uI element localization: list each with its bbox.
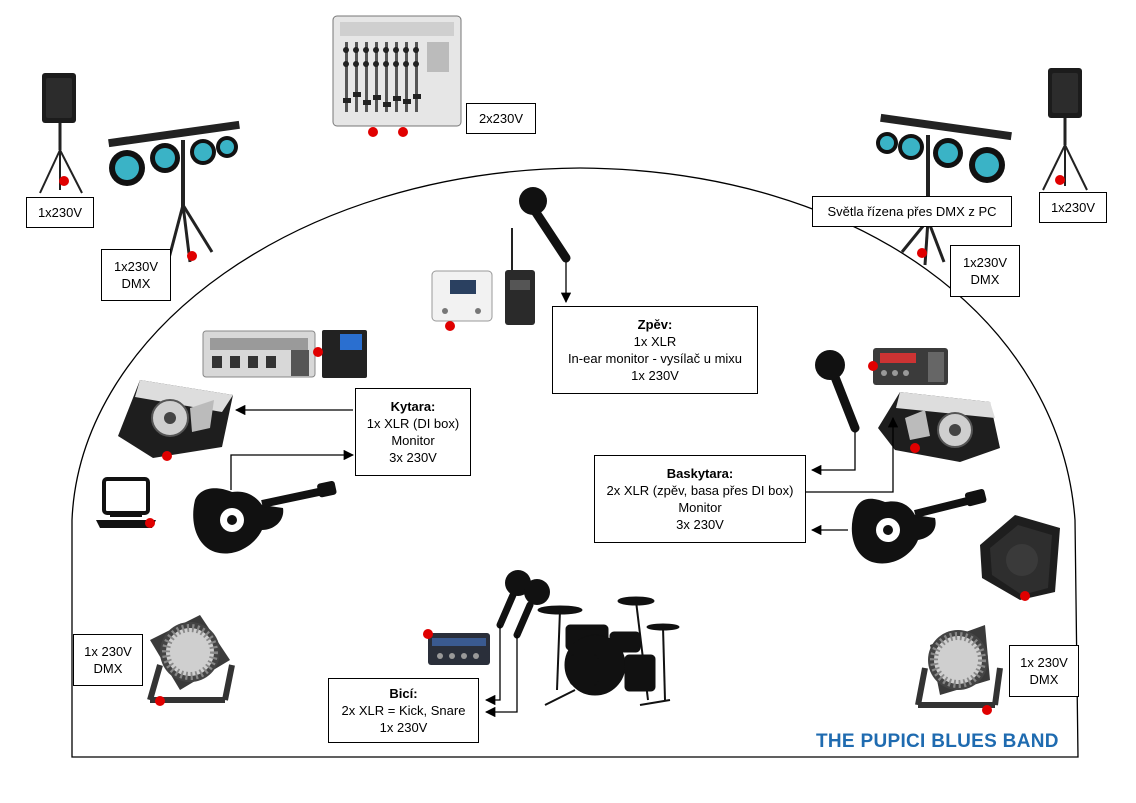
guitar-label: Kytara: 1x XLR (DI box) Monitor 3x 230V bbox=[355, 388, 471, 476]
label-line: 2x230V bbox=[478, 111, 524, 126]
power-dot bbox=[313, 347, 323, 357]
microphone-icon bbox=[815, 350, 860, 433]
power-dot bbox=[1020, 591, 1030, 601]
par-left-power-label: 1x 230V DMX bbox=[73, 634, 143, 686]
vocals-label: Zpěv: 1x XLR In-ear monitor - vysílač u … bbox=[552, 306, 758, 394]
label-line: 1x XLR (DI box) bbox=[366, 416, 460, 431]
power-dot bbox=[917, 248, 927, 258]
power-dot bbox=[162, 451, 172, 461]
led-light-bar-icon bbox=[108, 120, 240, 263]
label-line: Monitor bbox=[678, 500, 722, 515]
label-line: Monitor bbox=[391, 433, 435, 448]
label-line: 1x230V bbox=[37, 205, 83, 220]
label-line: DMX bbox=[93, 661, 123, 676]
mixer-icon bbox=[332, 15, 462, 127]
di-box-icon bbox=[428, 633, 490, 665]
guitar-multi-effect-icon bbox=[202, 330, 367, 378]
pa-speaker-icon bbox=[1042, 68, 1088, 191]
speaker-right-power-label: 1x230V bbox=[1039, 192, 1107, 223]
led-light-bar-icon bbox=[876, 113, 1012, 266]
microphone-icon bbox=[496, 570, 550, 639]
label-line: DMX bbox=[121, 276, 151, 291]
pa-speaker-icon bbox=[39, 73, 83, 194]
bass-amp-icon bbox=[980, 515, 1060, 600]
label-line: 1x 230V bbox=[1020, 655, 1068, 670]
label-line: DMX bbox=[1029, 672, 1059, 687]
label-line: 1x230V bbox=[113, 259, 159, 274]
band-name: THE PUPICI BLUES BAND bbox=[816, 731, 1059, 752]
stage-monitor-icon bbox=[118, 380, 233, 458]
par-light-icon bbox=[915, 625, 1003, 708]
label-line: 3x 230V bbox=[676, 517, 724, 532]
mixer-power-label: 2x230V bbox=[466, 103, 536, 134]
label-line: 1x 230V bbox=[84, 644, 132, 659]
par-right-power-label: 1x 230V DMX bbox=[1009, 645, 1079, 697]
stage-outline bbox=[71, 167, 1079, 758]
bass-title: Baskytara: bbox=[666, 466, 734, 481]
drums-title: Bicí: bbox=[389, 686, 418, 701]
vocals-title: Zpěv: bbox=[637, 317, 673, 332]
label-line: In-ear monitor - vysílač u mixu bbox=[567, 351, 743, 366]
power-dot bbox=[187, 251, 197, 261]
par-light-icon bbox=[147, 615, 235, 703]
connection-arrow bbox=[230, 449, 355, 490]
lights-left-power-label: 1x230V DMX bbox=[101, 249, 171, 301]
label-line: 1x 230V bbox=[631, 368, 679, 383]
power-dot bbox=[145, 518, 155, 528]
drums-label: Bicí: 2x XLR = Kick, Snare 1x 230V bbox=[328, 678, 479, 743]
label-line: 1x XLR bbox=[633, 334, 677, 349]
power-dot bbox=[155, 696, 165, 706]
connection-arrow bbox=[810, 432, 856, 476]
power-dot bbox=[59, 176, 69, 186]
guitar-title: Kytara: bbox=[390, 399, 436, 414]
power-dot bbox=[423, 629, 433, 639]
label-line: 1x230V bbox=[1050, 200, 1096, 215]
speaker-left-power-label: 1x230V bbox=[26, 197, 94, 228]
power-dot bbox=[398, 127, 408, 137]
power-dot bbox=[368, 127, 378, 137]
microphone-icon bbox=[519, 187, 571, 263]
power-dot bbox=[868, 361, 878, 371]
power-dot bbox=[982, 705, 992, 715]
label-line: 3x 230V bbox=[389, 450, 437, 465]
drum-kit-icon bbox=[537, 596, 680, 706]
lights-right-power-label: 1x230V DMX bbox=[950, 245, 1020, 297]
laptop-icon bbox=[96, 477, 156, 528]
label-line: DMX bbox=[970, 272, 1000, 287]
label-line: Světla řízena přes DMX z PC bbox=[827, 204, 997, 219]
connection-arrow bbox=[806, 416, 899, 493]
connection-arrow bbox=[484, 635, 518, 718]
stage-monitor-icon bbox=[878, 392, 1000, 462]
label-line: 2x XLR = Kick, Snare bbox=[341, 703, 466, 718]
electric-guitar-icon bbox=[193, 480, 337, 554]
label-line: 1x230V bbox=[962, 255, 1008, 270]
in-ear-transmitter-icon bbox=[431, 228, 535, 325]
power-dot bbox=[445, 321, 455, 331]
lights-control-note: Světla řízena přes DMX z PC bbox=[812, 196, 1012, 227]
electric-guitar-icon bbox=[851, 489, 987, 564]
connection-arrow bbox=[484, 625, 501, 706]
power-dot bbox=[910, 443, 920, 453]
bass-label: Baskytara: 2x XLR (zpěv, basa přes DI bo… bbox=[594, 455, 806, 543]
label-line: 2x XLR (zpěv, basa přes DI box) bbox=[606, 483, 794, 498]
power-dot bbox=[1055, 175, 1065, 185]
guitar-multi-effect-icon bbox=[873, 348, 948, 385]
label-line: 1x 230V bbox=[379, 720, 428, 735]
